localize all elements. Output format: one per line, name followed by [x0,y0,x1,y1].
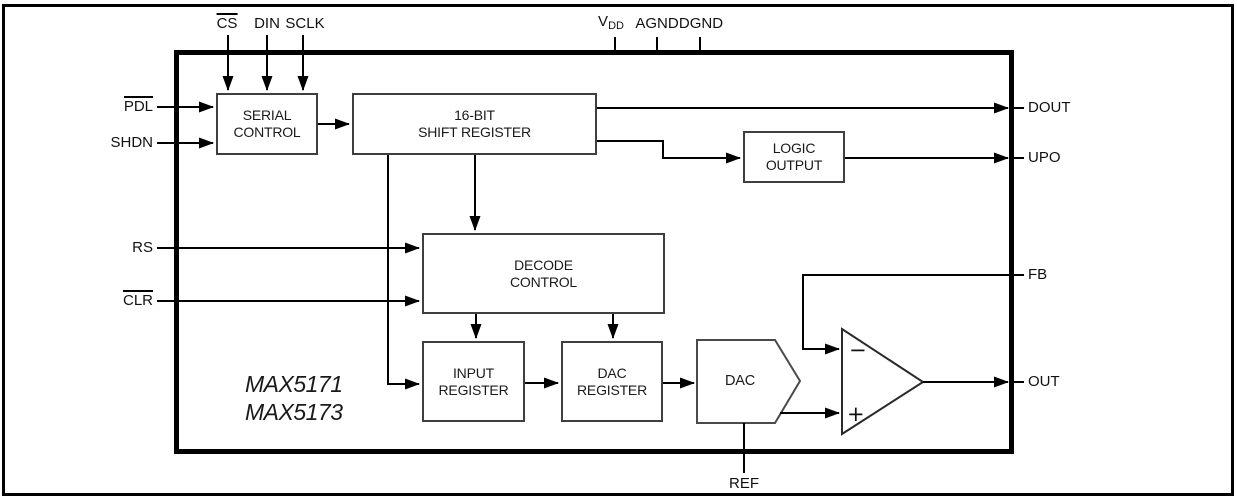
pin-cs-label: CS [216,13,238,32]
pin-sclk: SCLK [285,15,325,32]
block-input-register: INPUT REGISTER [422,341,525,422]
pin-upo: UPO [1028,149,1061,166]
block-shift-register: 16-BIT SHIFT REGISTER [352,93,597,155]
pin-vdd-sub: DD [608,20,624,32]
image-frame [2,4,1234,496]
block-serial-control: SERIAL CONTROL [216,93,318,155]
chip-outline [174,50,1014,454]
pin-dgnd: DGND [678,15,724,32]
part-number-line1: MAX5171 [245,371,343,397]
pin-agnd: AGND [635,15,679,32]
block-label: LOGIC [772,140,816,156]
block-label: INPUT [452,364,494,381]
pin-out: OUT [1028,373,1060,390]
block-dac-register: DAC REGISTER [561,341,663,422]
pin-ref: REF [729,475,759,492]
block-label: OUTPUT [765,157,823,173]
pin-rs: RS [132,239,153,256]
part-numbers: MAX5171 MAX5173 [245,370,343,426]
pin-cs: CS [216,13,238,32]
pin-fb: FB [1028,266,1048,283]
block-label: 16-BIT [454,107,495,123]
pin-vdd: VDD [598,13,624,32]
block-label: DAC [597,364,627,381]
pin-pdl: PDL [95,96,153,115]
block-decode-control: DECODE CONTROL [422,233,665,314]
part-number-line2: MAX5173 [245,399,343,425]
block-label: SERIAL [242,107,292,123]
block-label: REGISTER [438,381,509,398]
block-dac-label: DAC [724,373,755,389]
block-label: REGISTER [577,381,647,398]
pin-vdd-base: V [598,13,609,30]
pin-pdl-label: PDL [123,96,153,115]
pin-dout: DOUT [1028,99,1071,116]
block-label: CONTROL [233,124,301,140]
block-label: DECODE [514,256,573,273]
pin-clr: CLR [95,290,153,309]
pin-shdn: SHDN [110,134,153,151]
pin-clr-label: CLR [122,290,153,309]
block-label: SHIFT REGISTER [418,124,531,140]
block-label: CONTROL [509,273,578,290]
pin-din: DIN [254,15,280,32]
block-logic-output: LOGIC OUTPUT [743,131,845,183]
